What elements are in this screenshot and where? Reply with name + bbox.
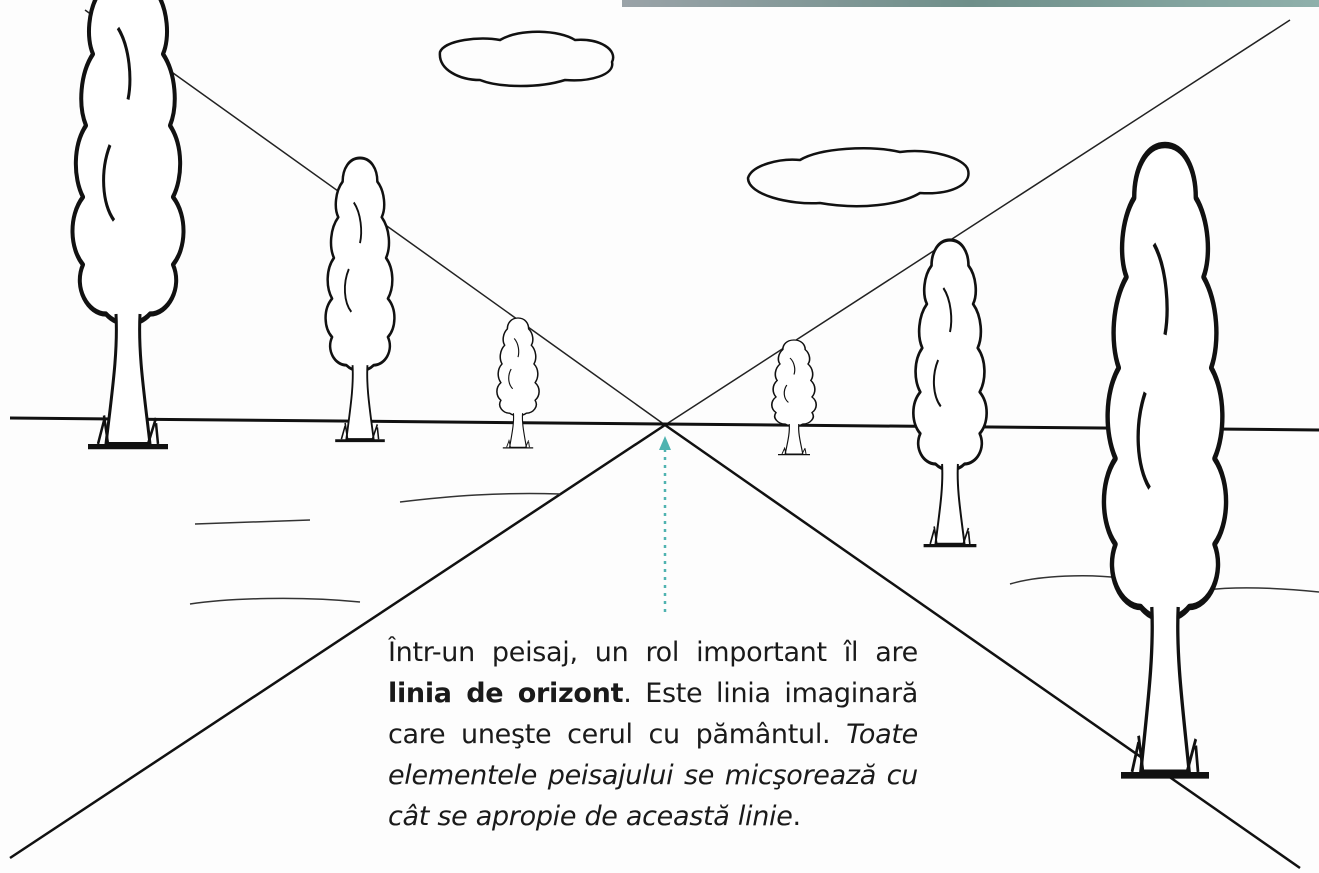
caption-part2: . Este linia imaginară care uneşte cerul…: [388, 678, 919, 750]
caption-text: Într-un peisaj, un rol important îl are …: [388, 632, 918, 837]
caption-italic: Toate elementele peisajului se micşoreaz…: [388, 719, 918, 832]
tree-large-left: [72, 0, 183, 447]
top-photo-edge: [622, 0, 1319, 7]
cloud-left: [438, 30, 615, 88]
arrow-head-icon: [659, 436, 671, 450]
perspective-line-bottom-right: [664, 423, 1301, 870]
caption-part1: Într-un peisaj, un rol important îl are: [388, 637, 918, 668]
tree-small-left: [496, 317, 540, 449]
tree-large-right: [1104, 145, 1226, 775]
perspective-line-bottom-left: [9, 423, 666, 860]
perspective-line-top-right: [664, 19, 1291, 426]
tree-medium-right: [911, 238, 989, 548]
caption-end: .: [792, 801, 802, 832]
caption-bold-term: linia de orizont: [388, 678, 624, 709]
tree-small-right: [770, 339, 818, 456]
cloud-right: [746, 147, 970, 208]
horizon-line: [9, 416, 1319, 432]
tree-medium-left: [324, 156, 396, 443]
